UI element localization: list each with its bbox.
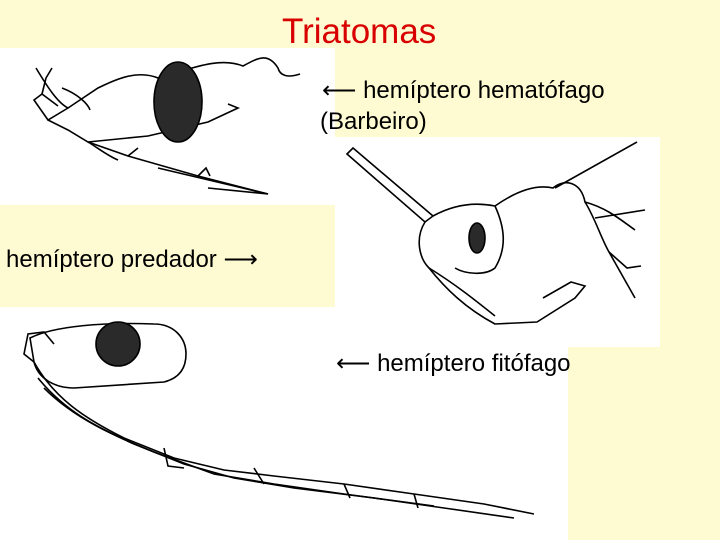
predator-head-drawing — [32, 57, 301, 195]
phytophagous-head-drawing — [23, 321, 535, 519]
hematophagous-head-drawing — [345, 141, 646, 325]
hematophagous-eye — [468, 222, 486, 254]
slide-title: Triatomas — [282, 12, 437, 51]
predator-label: hemíptero predador ⟶ — [6, 246, 258, 273]
phytophagous-eye — [95, 321, 141, 367]
predator-eye — [153, 61, 203, 143]
hematophagous-label-line1: ⟵ hemíptero hematófago — [322, 77, 605, 104]
drawing-panel-bottom — [0, 307, 568, 540]
hematophagous-label-line2: (Barbeiro) — [320, 108, 427, 135]
phytophagous-label: ⟵ hemíptero fitófago — [336, 350, 571, 377]
